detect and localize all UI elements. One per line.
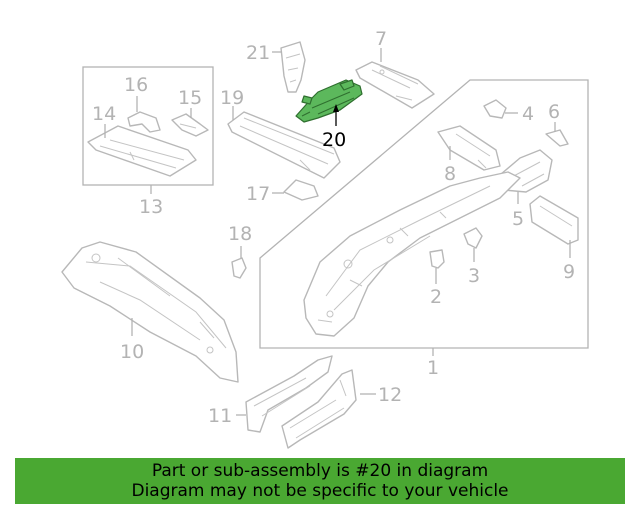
callout-16: 16 [124,74,148,96]
part-19[interactable] [227,106,341,179]
part-14[interactable] [87,124,197,177]
callout-21: 21 [246,42,270,64]
callout-2: 2 [430,286,442,308]
info-banner: Part or sub-assembly is #20 in diagram D… [15,458,625,504]
callout-18: 18 [228,223,252,245]
callout-5: 5 [512,208,524,230]
banner-line-disclaimer: Diagram may not be specific to your vehi… [131,481,509,501]
part-12[interactable] [281,369,376,449]
part-20-highlighted[interactable] [295,79,363,126]
callout-12: 12 [378,384,402,406]
part-16[interactable] [127,96,161,133]
part-21[interactable] [272,41,306,93]
banner-line-part: Part or sub-assembly is #20 in diagram [151,461,489,481]
part-6[interactable] [545,122,569,147]
part-7[interactable] [355,48,435,109]
callout-9: 9 [563,261,575,283]
callout-11: 11 [208,405,232,427]
part-4[interactable] [483,99,518,119]
callout-4: 4 [522,103,534,125]
part-8[interactable] [437,125,501,171]
callout-3: 3 [468,265,480,287]
callout-14: 14 [92,103,116,125]
callout-17: 17 [246,183,270,205]
part-18[interactable] [231,246,247,279]
part-15[interactable] [171,108,209,137]
group-box-1 [259,79,589,349]
callout-7: 7 [375,28,387,50]
part-2[interactable] [429,249,445,284]
part-11[interactable] [236,355,333,433]
callout-8: 8 [444,163,456,185]
part-9[interactable] [529,195,579,258]
part-3[interactable] [463,227,483,262]
callout-1: 1 [427,357,439,379]
part-1-frame[interactable] [303,171,521,337]
part-10[interactable] [61,241,239,383]
parts-diagram: 21 7 20 16 15 14 13 19 17 18 4 6 8 5 9 2… [61,28,589,449]
callout-20: 20 [322,129,346,151]
part-17[interactable] [272,179,319,201]
callout-10: 10 [120,341,144,363]
group-box-13 [82,66,214,186]
callout-6: 6 [548,101,560,123]
callout-15: 15 [178,87,202,109]
callout-13: 13 [139,196,163,218]
callout-19: 19 [220,87,244,109]
